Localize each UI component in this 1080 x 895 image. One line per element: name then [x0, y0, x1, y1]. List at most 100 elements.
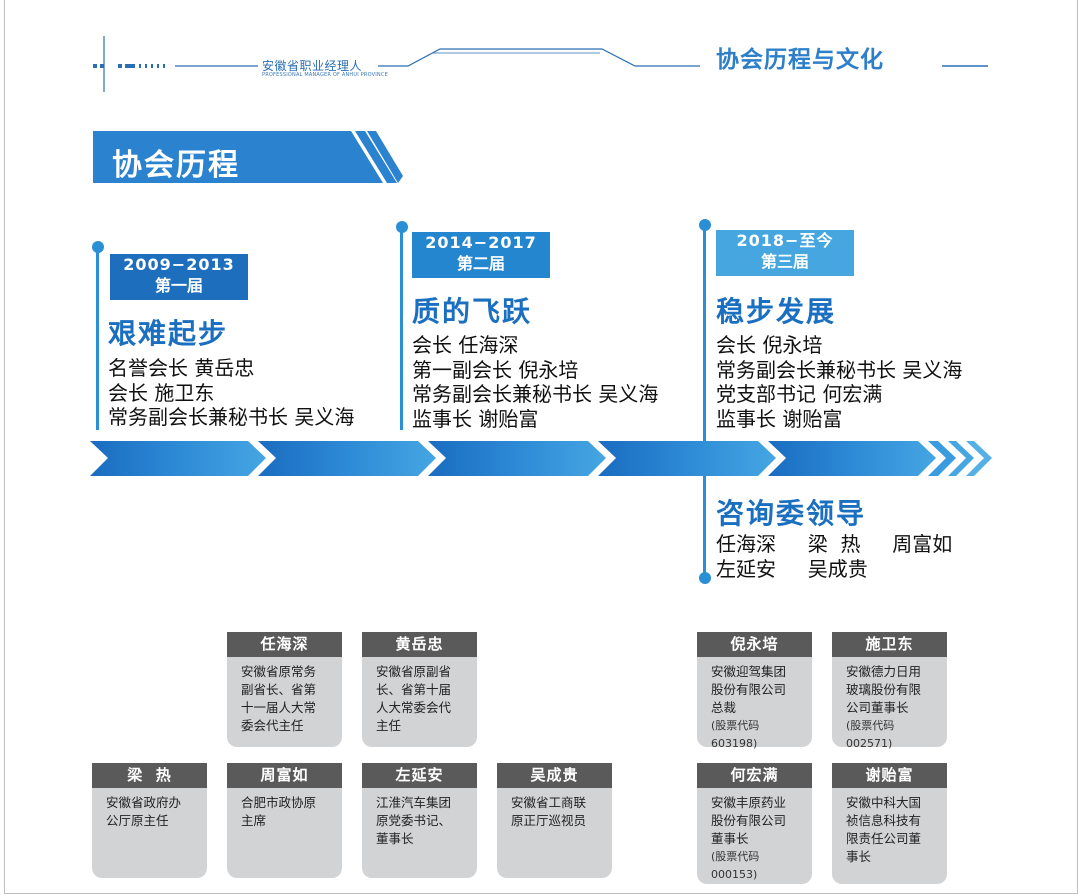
card-name: 黄岳忠 [362, 632, 477, 657]
era-member-line: 第一副会长 倪永培 [412, 357, 579, 382]
card-line: 玻璃股份有限 [846, 682, 922, 697]
card-line: 人大常委会代 [376, 700, 452, 715]
card-description: 安徽省原副省 长、省第十届 人大常委会代 主任 [362, 657, 477, 747]
card-line: 主任 [376, 718, 402, 733]
era-title: 稳步发展 [716, 295, 837, 328]
era-term: 第三届 [760, 252, 809, 271]
card-line: 原党委书记、 [376, 813, 452, 828]
era-years: 2018−至今 [736, 231, 834, 250]
era-term: 第二届 [456, 254, 505, 273]
profile-card: 黄岳忠 安徽省原副省 长、省第十届 人大常委会代 主任 [362, 632, 477, 747]
era-tag: 2018−至今 第三届 [716, 230, 854, 276]
card-description: 安徽德力日用 玻璃股份有限 公司董事长 (股票代码002571) [832, 657, 947, 750]
card-line: 安徽迎驾集团 [711, 664, 787, 679]
timeline-arrow-bar [90, 441, 992, 476]
card-line: 副省长、省第 [241, 682, 317, 697]
era-tag: 2009−2013 第一届 [110, 254, 248, 300]
section-banner [93, 131, 403, 183]
card-line: 原正厅巡视员 [511, 813, 587, 828]
card-name: 何宏满 [697, 763, 812, 788]
era-members: 会长 任海深 第一副会长 倪永培 常务副会长兼秘书长 吴义海 监事长 谢贻富 [412, 333, 658, 431]
advisory-title: 咨询委领导 [716, 497, 867, 530]
card-line: 合肥市政协原 [241, 795, 317, 810]
org-name: 安徽省职业经理人 [262, 59, 363, 73]
advisory-line: 左延安 吴成贵 [716, 556, 868, 581]
card-name: 倪永培 [697, 632, 812, 657]
card-line: 股份有限公司 [711, 813, 787, 828]
card-name: 吴成贵 [497, 763, 612, 788]
profile-card: 周富如 合肥市政协原 主席 [227, 763, 342, 878]
timeline-line [400, 227, 403, 430]
card-line: 十一届人大常 [241, 700, 317, 715]
era-member-line: 党支部书记 何宏满 [716, 382, 883, 406]
card-line: 安徽省原常务 [241, 664, 317, 679]
header-title: 协会历程与文化 [716, 47, 884, 73]
profile-card: 左延安 江淮汽车集团 原党委书记、 董事长 [362, 763, 477, 878]
profile-card: 谢贻富 安徽中科大国 祯信息科技有 限责任公司董 事长 [832, 763, 947, 884]
org-name-english: PROFESSIONAL MANAGER OF ANHUI PROVINCE [262, 72, 388, 78]
era-member-line: 监事长 谢贻富 [716, 406, 843, 431]
card-name: 梁 热 [92, 763, 207, 788]
era-member-line: 常务副会长兼秘书长 吴义海 [108, 405, 355, 429]
card-description: 安徽丰原药业 股份有限公司 董事长 (股票代码000153) [697, 788, 812, 884]
card-description: 安徽省原常务 副省长、省第 十一届人大常 委会代主任 [227, 657, 342, 747]
card-line: 公司董事长 [846, 700, 909, 715]
section-title: 协会历程 [112, 148, 240, 183]
card-description: 合肥市政协原 主席 [227, 788, 342, 878]
card-description: 安徽中科大国 祯信息科技有 限责任公司董 事长 [832, 788, 947, 884]
card-line: 安徽德力日用 [846, 664, 922, 679]
profile-card: 任海深 安徽省原常务 副省长、省第 十一届人大常 委会代主任 [227, 632, 342, 747]
profile-card: 倪永培 安徽迎驾集团 股份有限公司 总裁 (股票代码603198) [697, 632, 812, 750]
profile-card: 施卫东 安徽德力日用 玻璃股份有限 公司董事长 (股票代码002571) [832, 632, 947, 750]
card-line: 安徽省原副省 [376, 664, 452, 679]
era-member-line: 名誉会长 黄岳忠 [108, 356, 255, 380]
era-title: 质的飞跃 [412, 295, 533, 328]
era-tag: 2014−2017 第二届 [412, 232, 550, 278]
card-description: 安徽省政府办 公厅原主任 [92, 788, 207, 878]
card-line: 安徽省工商联 [511, 795, 587, 810]
era-years: 2014−2017 [425, 233, 537, 252]
card-line: 董事长 [711, 831, 749, 846]
card-line: 公厅原主任 [106, 813, 169, 828]
timeline-dot [699, 572, 711, 584]
stock-code: (股票代码000153) [711, 850, 760, 881]
era-member-line: 监事长 谢贻富 [412, 406, 539, 431]
advisory-members: 任海深 梁 热 周富如 左延安 吴成贵 [716, 532, 952, 581]
card-line: 限责任公司董 [846, 831, 922, 846]
era-title: 艰难起步 [108, 317, 229, 350]
era-member-line: 会长 任海深 [412, 333, 519, 357]
profile-card: 何宏满 安徽丰原药业 股份有限公司 董事长 (股票代码000153) [697, 763, 812, 884]
stock-code: (股票代码603198) [711, 719, 760, 750]
era-member-line: 会长 施卫东 [108, 380, 215, 405]
card-name: 左延安 [362, 763, 477, 788]
card-name: 施卫东 [832, 632, 947, 657]
card-name: 谢贻富 [832, 763, 947, 788]
card-line: 长、省第十届 [376, 682, 452, 697]
card-description: 安徽省工商联 原正厅巡视员 [497, 788, 612, 878]
card-line: 总裁 [711, 700, 737, 715]
era-term: 第一届 [154, 276, 203, 295]
card-line: 委会代主任 [241, 718, 304, 733]
card-name: 周富如 [227, 763, 342, 788]
card-line: 安徽省政府办 [106, 795, 182, 810]
header-decoration [93, 36, 988, 92]
era-years: 2009−2013 [123, 255, 235, 274]
card-name: 任海深 [227, 632, 342, 657]
card-line: 安徽中科大国 [846, 795, 922, 810]
era-members: 会长 倪永培 常务副会长兼秘书长 吴义海 党支部书记 何宏满 监事长 谢贻富 [716, 333, 962, 431]
card-line: 董事长 [376, 831, 414, 846]
card-line: 股份有限公司 [711, 682, 787, 697]
card-line: 事长 [846, 849, 872, 864]
card-line: 主席 [241, 813, 267, 828]
card-line: 安徽丰原药业 [711, 795, 787, 810]
stock-code: (股票代码002571) [846, 719, 895, 750]
timeline-line [703, 225, 706, 575]
card-description: 安徽迎驾集团 股份有限公司 总裁 (股票代码603198) [697, 657, 812, 750]
advisory-line: 任海深 梁 热 周富如 [716, 532, 953, 556]
era-member-line: 会长 倪永培 [716, 333, 823, 357]
profile-card: 梁 热 安徽省政府办 公厅原主任 [92, 763, 207, 878]
timeline-line [96, 247, 99, 430]
profile-card: 吴成贵 安徽省工商联 原正厅巡视员 [497, 763, 612, 878]
card-line: 祯信息科技有 [846, 813, 922, 828]
card-line: 江淮汽车集团 [376, 795, 452, 810]
